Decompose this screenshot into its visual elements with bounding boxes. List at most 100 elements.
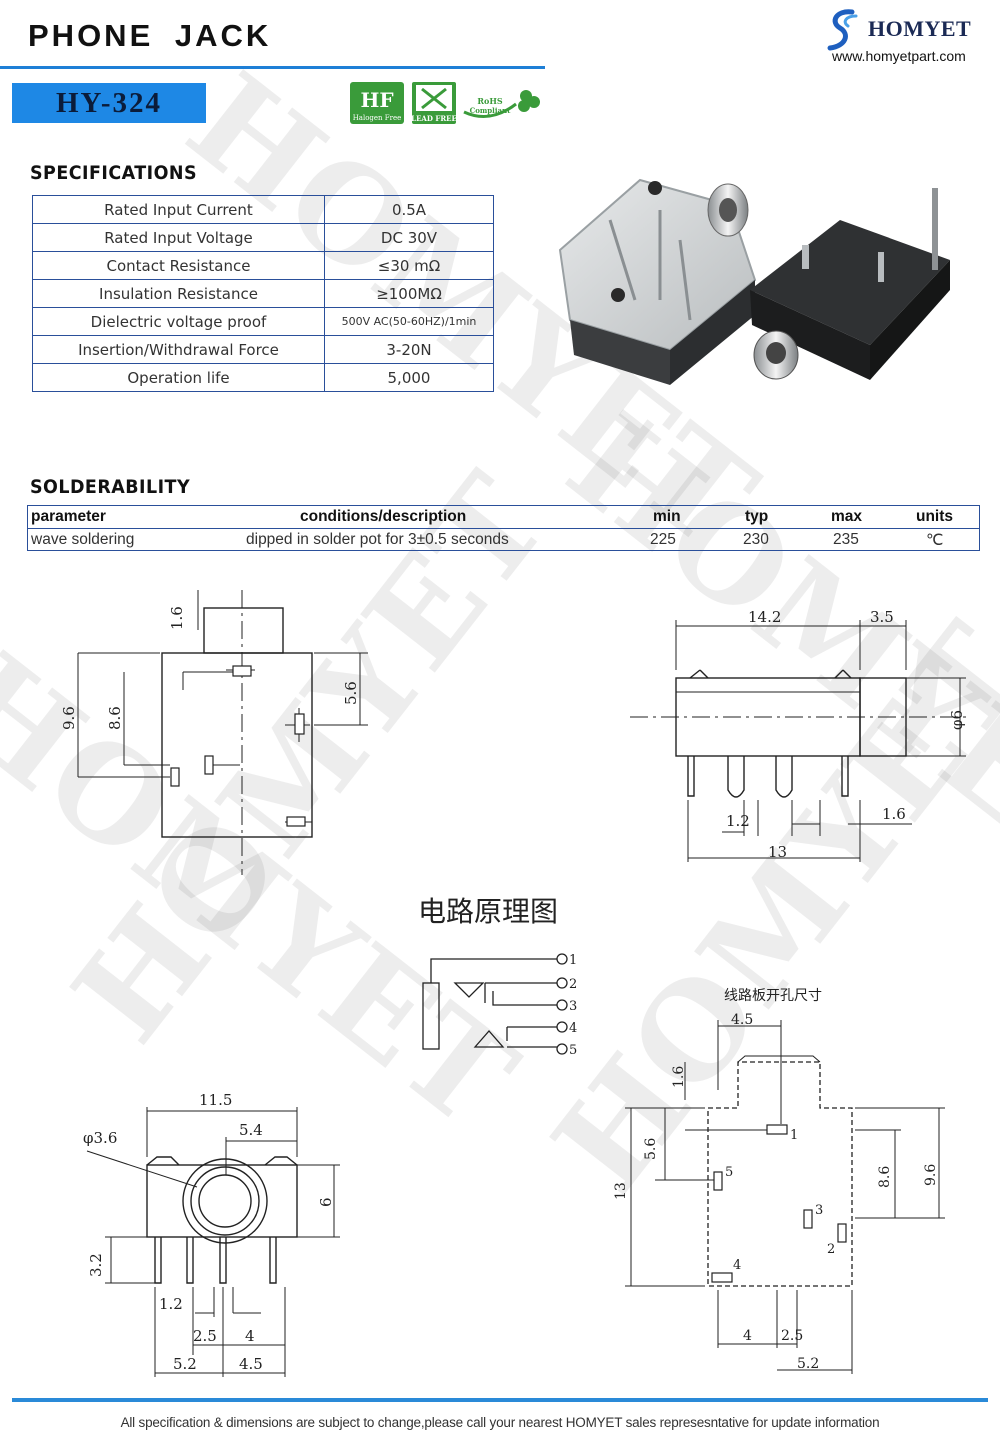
spec-label: Insertion/Withdrawal Force [32, 335, 325, 364]
halogen-free-badge: HF Halogen Free [350, 82, 404, 124]
table-row: Contact Resistance≤30 mΩ [32, 251, 494, 280]
spec-value: ≥100MΩ [324, 279, 494, 308]
dim-height-5-6: 5.6 [342, 681, 360, 705]
spec-value: 0.5A [324, 195, 494, 224]
table-cell: 225 [650, 531, 676, 548]
dim-pin-2-5: 2.5 [193, 1327, 217, 1345]
footer-disclaimer: All specification & dimensions are subje… [120, 1415, 880, 1430]
table-cell: 230 [743, 531, 769, 548]
column-header: typ [745, 508, 769, 525]
dim-width-4-5: 4.5 [731, 1012, 753, 1028]
table-row: Insulation Resistance≥100MΩ [32, 279, 494, 308]
circuit-schematic: 1 2 3 4 5 [422, 953, 577, 1058]
solderability-table: parameter conditions/description min typ… [27, 505, 980, 551]
rohs-badge: RoHS Compliant [463, 90, 540, 118]
schematic-title: 电路原理图 [418, 895, 559, 928]
brand-swirl-icon [827, 9, 858, 51]
dim-pin-1-6: 1.6 [882, 805, 906, 823]
title-divider [0, 66, 545, 69]
lead-free-badge: LEAD FREE [411, 82, 457, 124]
pin-label: 4 [569, 1021, 577, 1036]
table-row: wave soldering dipped in solder pot for … [28, 528, 979, 550]
dim-length-14-2: 14.2 [748, 608, 781, 626]
column-header: parameter [31, 508, 106, 525]
spec-value: ≤30 mΩ [324, 251, 494, 280]
brand-logo: HOMYET www.homyetpart.com [820, 8, 992, 68]
dim-length-3-5: 3.5 [870, 608, 894, 626]
dim-height-pin-1-6: 1.6 [168, 606, 186, 630]
column-header: units [916, 508, 954, 525]
pcb-pin-label: 3 [815, 1203, 823, 1218]
rohs-label: RoHS [477, 96, 503, 106]
brand-url: www.homyetpart.com [832, 48, 966, 64]
spec-value: 5,000 [324, 363, 494, 392]
table-cell: wave soldering [31, 531, 135, 548]
brand-name: HOMYET [868, 16, 972, 41]
dim-height-1-6: 1.6 [671, 1066, 687, 1088]
spec-value: DC 30V [324, 223, 494, 252]
dim-pin-4: 4 [245, 1327, 255, 1345]
dim-height-5-6: 5.6 [643, 1138, 659, 1160]
black-jack-photo [750, 188, 950, 380]
table-header-row: parameter conditions/description min typ… [28, 506, 979, 528]
front-view-drawing: 11.5 5.4 φ3.6 6 3.2 1.2 2.5 4 5.2 4.5 [83, 1091, 340, 1377]
table-cell: dipped in solder pot for 3±0.5 seconds [246, 531, 509, 548]
pcb-pin-label: 1 [790, 1128, 798, 1143]
dim-length-13: 13 [768, 843, 787, 861]
dim-pin-1-2: 1.2 [726, 812, 750, 830]
dim-height-9-6: 9.6 [923, 1164, 939, 1186]
dim-width-2-5: 2.5 [781, 1328, 803, 1344]
specifications-heading: SPECIFICATIONS [30, 162, 198, 184]
dim-height-8-6: 8.6 [877, 1166, 893, 1188]
halogen-free-label: Halogen Free [353, 114, 402, 122]
footer-divider [12, 1398, 988, 1402]
pcb-layout-drawing: 4.5 1.6 5.6 13 8.6 9.6 4 2.5 5.2 1 5 3 2… [613, 1012, 945, 1374]
table-cell: ℃ [926, 532, 944, 549]
column-header: min [653, 508, 681, 525]
pcb-pin-label: 5 [725, 1165, 733, 1180]
dim-width-11-5: 11.5 [199, 1091, 232, 1109]
dim-height-6: 6 [317, 1197, 335, 1207]
spec-value: 3-20N [324, 335, 494, 364]
spec-label: Contact Resistance [32, 251, 325, 280]
model-number: HY-324 [12, 83, 206, 123]
dim-pin-3-2: 3.2 [87, 1253, 105, 1277]
dim-width-5-2: 5.2 [173, 1355, 197, 1373]
dim-width-4-5: 4.5 [239, 1355, 263, 1373]
spec-value: 500V AC(50-60HZ)/1min [324, 307, 494, 336]
spec-label: Operation life [32, 363, 325, 392]
pin-label: 5 [569, 1043, 577, 1058]
dim-width-5-4: 5.4 [239, 1121, 263, 1139]
dim-width-4: 4 [743, 1328, 752, 1344]
pin-label: 2 [569, 977, 577, 992]
pin-label: 3 [569, 999, 577, 1014]
dim-height-8-6: 8.6 [106, 706, 124, 730]
spec-label: Dielectric voltage proof [32, 307, 325, 336]
pcb-pin-label: 2 [827, 1242, 835, 1257]
page-title: PHONE JACK [28, 18, 272, 53]
dim-height-9-6: 9.6 [60, 706, 78, 730]
dim-diameter-6: φ6 [948, 710, 966, 730]
dim-width-5-2: 5.2 [797, 1356, 819, 1372]
solderability-heading: SOLDERABILITY [30, 476, 191, 498]
column-header: max [831, 508, 863, 525]
product-photo [558, 178, 950, 385]
spec-label: Rated Input Current [32, 195, 325, 224]
dim-diameter-3-6: φ3.6 [83, 1129, 117, 1147]
pin-label: 1 [569, 953, 577, 968]
dim-pin-1-2: 1.2 [159, 1295, 183, 1313]
halogen-free-mark: HF [360, 88, 393, 112]
pcb-pin-label: 4 [733, 1258, 741, 1273]
spec-label: Rated Input Voltage [32, 223, 325, 252]
pcb-layout-title: 线路板开孔尺寸 [724, 988, 822, 1004]
lead-free-label: LEAD FREE [411, 114, 457, 123]
side-view-drawing: 14.2 3.5 φ6 1.2 1.6 13 [630, 608, 970, 862]
compliance-badges: HF Halogen Free LEAD FREE RoHS Compliant [350, 82, 540, 124]
dim-height-13: 13 [613, 1182, 629, 1200]
